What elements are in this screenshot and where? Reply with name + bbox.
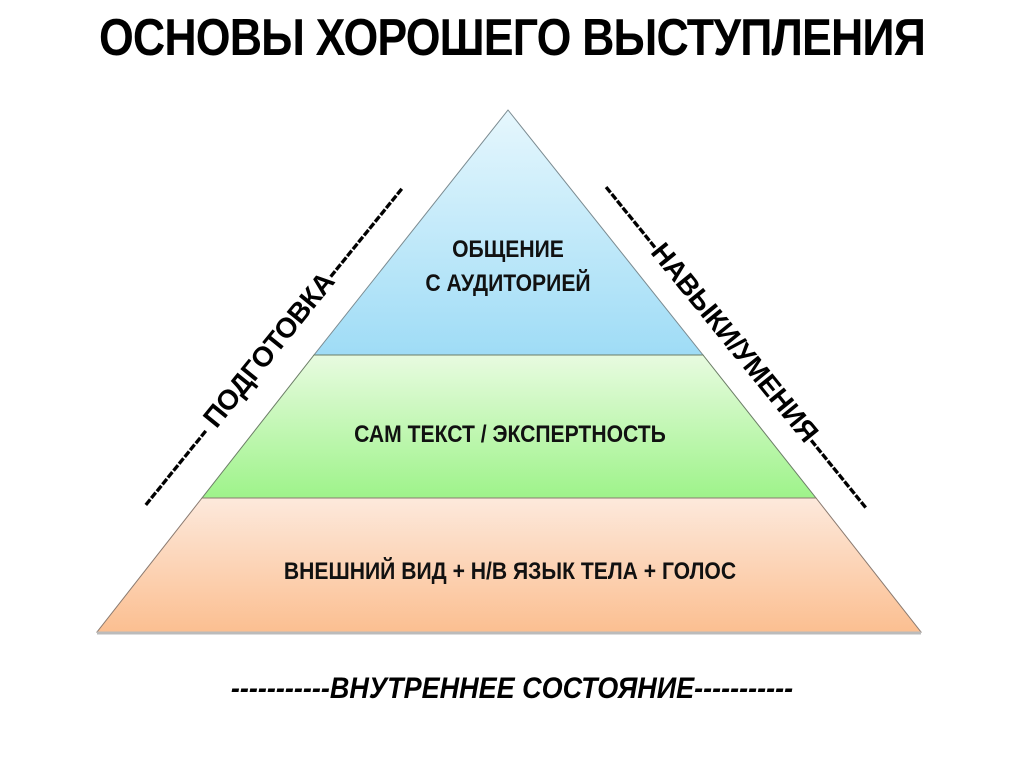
pyramid-level-top-text: ОБЩЕНИЕ С АУДИТОРИЕЙ: [376, 233, 640, 301]
pyramid-level-middle-text: САМ ТЕКСТ / ЭКСПЕРТНОСТЬ: [354, 421, 666, 448]
bottom-label: -----------ВНУТРЕННЕЕ СОСТОЯНИЕ---------…: [230, 672, 794, 705]
pyramid-level-bottom-text: ВНЕШНИЙ ВИД + Н/В ЯЗЫК ТЕЛА + ГОЛОС: [283, 558, 737, 585]
level-top-line2: С АУДИТОРИЕЙ: [425, 270, 591, 297]
page-title: ОСНОВЫ ХОРОШЕГО ВЫСТУПЛЕНИЯ: [98, 9, 926, 67]
level-top-line1: ОБЩЕНИЕ: [452, 236, 564, 263]
